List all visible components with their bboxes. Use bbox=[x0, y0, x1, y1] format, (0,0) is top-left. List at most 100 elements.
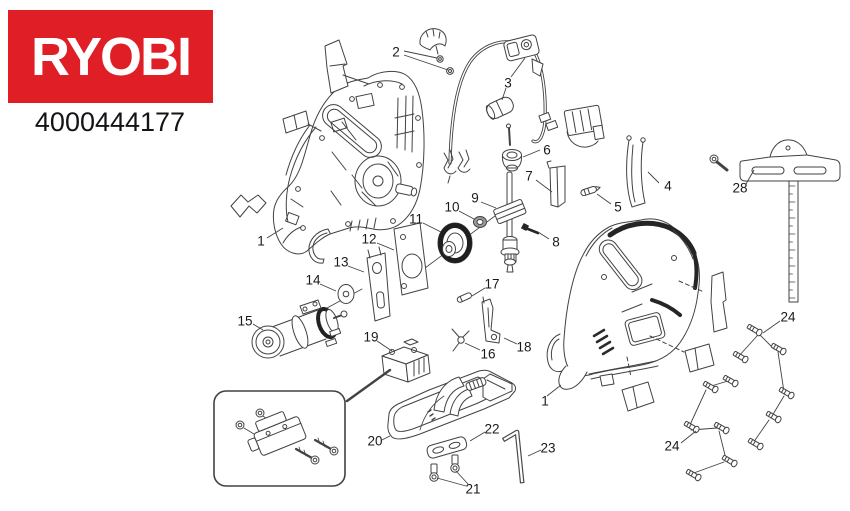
leader-line bbox=[762, 320, 781, 334]
callout-1: 1 bbox=[257, 234, 265, 249]
retainer-plate-drawing bbox=[393, 222, 429, 296]
leader-line bbox=[458, 210, 475, 220]
leader-line bbox=[403, 50, 438, 59]
callout-9: 9 bbox=[471, 191, 479, 206]
dashed-placement-lines bbox=[626, 280, 705, 378]
screw bbox=[746, 323, 763, 337]
cord-assembly-drawing bbox=[443, 34, 605, 184]
leader-line bbox=[403, 54, 449, 71]
callout-22: 22 bbox=[484, 422, 499, 437]
wire-bail-drawing bbox=[626, 135, 646, 208]
ryobi-logo-text: RYOBI bbox=[30, 26, 192, 87]
screw bbox=[702, 380, 719, 394]
callout-8: 8 bbox=[552, 235, 560, 250]
callout-17: 17 bbox=[484, 277, 499, 292]
blade-shaft-drawing bbox=[493, 123, 527, 273]
base-plate-drawing bbox=[387, 369, 517, 440]
edge-guide-drawing bbox=[709, 139, 841, 303]
roller-lever-drawing bbox=[451, 328, 470, 352]
callout-24: 24 bbox=[664, 439, 680, 454]
callout-28: 28 bbox=[732, 181, 747, 196]
lock-button-drawing bbox=[419, 28, 454, 75]
motor-drawing bbox=[251, 299, 348, 359]
bushing-drawing bbox=[473, 216, 487, 228]
leader-line bbox=[537, 231, 550, 240]
callout-11: 11 bbox=[409, 212, 423, 227]
callout-20: 20 bbox=[367, 434, 382, 449]
screw bbox=[721, 454, 738, 468]
callout-6: 6 bbox=[543, 143, 551, 158]
grommet-drawing bbox=[501, 149, 523, 172]
pin-drawing bbox=[456, 292, 472, 303]
callout-5: 5 bbox=[614, 200, 622, 215]
leader-line bbox=[647, 171, 660, 184]
leader-line bbox=[503, 337, 518, 345]
leader-line bbox=[471, 287, 486, 297]
screw bbox=[778, 386, 795, 400]
callout-23: 23 bbox=[540, 441, 555, 456]
callout-21: 21 bbox=[465, 482, 480, 497]
screw bbox=[765, 410, 782, 424]
screw bbox=[747, 437, 764, 451]
washer-drawing bbox=[337, 284, 355, 304]
pin-5-drawing bbox=[580, 186, 601, 197]
callout-13: 13 bbox=[333, 255, 348, 270]
leader-line bbox=[501, 87, 507, 101]
screw bbox=[732, 350, 749, 364]
screw bbox=[713, 421, 730, 435]
callout-16: 16 bbox=[480, 347, 495, 362]
screws-21-drawing bbox=[429, 454, 460, 482]
left-stickers-drawing bbox=[230, 39, 370, 264]
screw bbox=[683, 420, 700, 434]
leader-line bbox=[546, 384, 562, 397]
hex-key-drawing bbox=[501, 429, 525, 484]
leader-line bbox=[469, 431, 486, 442]
callout-12: 12 bbox=[361, 232, 376, 247]
callout-18: 18 bbox=[516, 340, 531, 355]
callout-19: 19 bbox=[363, 330, 378, 345]
leader-line bbox=[319, 283, 337, 292]
callout-24: 24 bbox=[780, 310, 796, 325]
screw bbox=[770, 342, 787, 356]
leader-line bbox=[376, 242, 395, 251]
callout-15: 15 bbox=[237, 314, 252, 329]
callout-10: 10 bbox=[444, 200, 459, 215]
leader-line bbox=[527, 449, 542, 457]
leader-lines-layer bbox=[252, 50, 781, 487]
right-arc-spring-drawing bbox=[546, 333, 563, 373]
leader-line bbox=[347, 265, 365, 273]
part-number: 4000444177 bbox=[34, 107, 186, 137]
guard-bracket-drawing bbox=[546, 160, 566, 208]
leader-line bbox=[596, 193, 612, 205]
leader-line bbox=[535, 179, 553, 193]
callout-labels-layer: 1123456789101112131415161718192021222324… bbox=[237, 45, 796, 497]
callout-4: 4 bbox=[664, 179, 672, 194]
leader-line bbox=[510, 57, 526, 78]
screws-24-cluster bbox=[683, 323, 795, 482]
leader-line bbox=[455, 470, 469, 485]
leader-line bbox=[376, 340, 393, 352]
roller-bracket-drawing bbox=[481, 296, 501, 344]
screw bbox=[722, 374, 739, 388]
leader-line bbox=[680, 430, 697, 444]
leader-line bbox=[436, 477, 467, 487]
left-housing-half-drawing bbox=[272, 70, 425, 255]
leader-line bbox=[480, 201, 497, 209]
callout-1: 1 bbox=[541, 394, 549, 409]
capacitor-drawing bbox=[485, 96, 514, 120]
leader-line bbox=[252, 323, 264, 331]
callout-14: 14 bbox=[305, 273, 321, 288]
inset-detail-box bbox=[213, 390, 346, 487]
leader-line bbox=[745, 169, 755, 185]
flat-bracket-drawing bbox=[366, 246, 391, 322]
leader-line bbox=[422, 222, 442, 233]
screw bbox=[685, 468, 702, 482]
clamp-plate-drawing bbox=[426, 436, 468, 459]
inset-link-line bbox=[345, 368, 392, 403]
switch-drawing bbox=[381, 338, 431, 383]
callout-3: 3 bbox=[504, 76, 512, 91]
right-stickers-drawing bbox=[621, 271, 728, 412]
leader-line bbox=[522, 149, 541, 158]
